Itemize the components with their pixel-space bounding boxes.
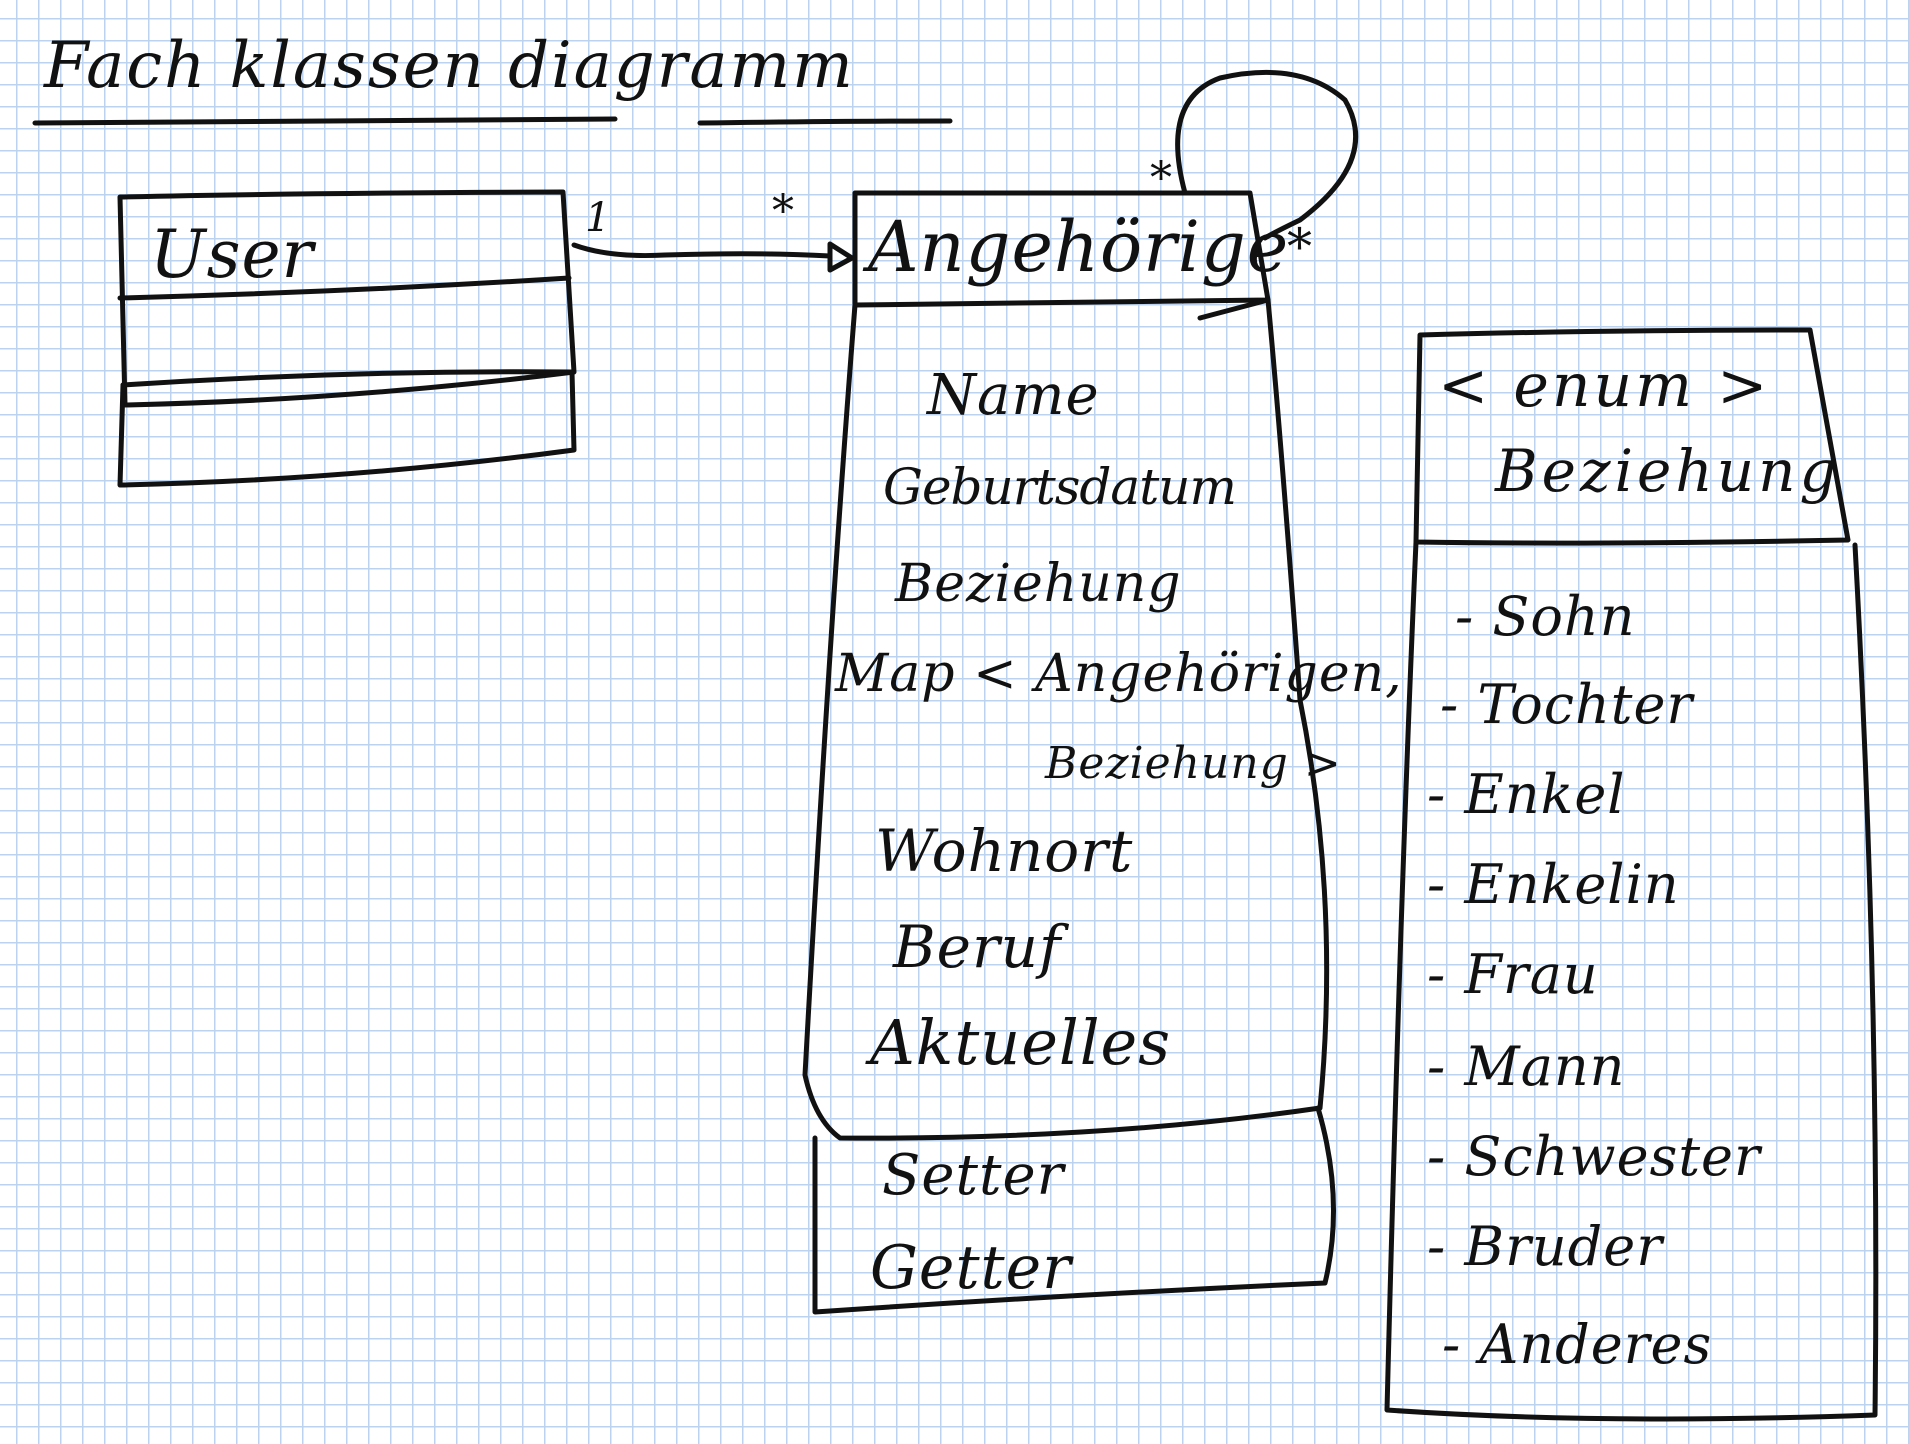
enum-value-anderes: - Anderes <box>1442 1313 1713 1376</box>
attribute-beziehung: Beziehung <box>895 554 1182 614</box>
enum-value-enkelin: - Enkelin <box>1427 853 1680 916</box>
user-attributes-divider <box>120 369 575 388</box>
attribute-map-line-2: Beziehung > <box>1045 738 1342 789</box>
angehoerige-operations-box <box>812 1105 1337 1315</box>
angehoerige-header-tick <box>1197 297 1271 321</box>
attribute-wohnort: Wohnort <box>875 817 1134 885</box>
enum-header-box <box>1413 327 1851 546</box>
attribute-beruf: Beruf <box>893 913 1062 981</box>
angehoerige-header-box <box>852 190 1271 308</box>
angehoerige-attributes-box <box>802 297 1330 1141</box>
attribute-aktuelles: Aktuelles <box>870 1006 1172 1079</box>
operation-getter: Getter <box>870 1233 1072 1303</box>
enum-value-frau: - Frau <box>1427 943 1599 1006</box>
self-association-loop <box>1175 69 1359 241</box>
attribute-name: Name <box>927 363 1100 428</box>
enum-stereotype: < enum > <box>1438 351 1771 421</box>
diagram-title: Fach klassen diagramm <box>44 29 855 103</box>
enum-value-schwester: - Schwester <box>1427 1125 1761 1188</box>
user-lower-box <box>117 369 577 488</box>
title-underline <box>32 116 953 126</box>
enum-value-sohn: - Sohn <box>1455 585 1636 648</box>
multiplicity-user-end: 1 <box>585 195 612 241</box>
enum-value-enkel: - Enkel <box>1427 763 1626 826</box>
enum-value-tochter: - Tochter <box>1440 673 1694 736</box>
enum-values-box <box>1384 539 1879 1422</box>
attribute-map-line-1: Map < Angehörigen, <box>835 644 1403 704</box>
enum-class-name: Beziehung <box>1495 437 1841 505</box>
association-line <box>571 242 833 259</box>
user-class-name: User <box>150 216 315 293</box>
enum-value-bruder: - Bruder <box>1427 1215 1664 1278</box>
multiplicity-self-top: * <box>1150 153 1173 204</box>
multiplicity-angehoerige-end: * <box>772 186 795 237</box>
association-arrowhead <box>827 241 855 273</box>
multiplicity-self-right: * <box>1287 218 1313 276</box>
enum-value-mann: - Mann <box>1427 1035 1626 1098</box>
user-name-divider <box>117 275 572 301</box>
angehoerige-class-name: Angehörige <box>868 206 1290 288</box>
operation-setter: Setter <box>882 1143 1065 1208</box>
attribute-geburtsdatum: Geburtsdatum <box>883 458 1237 516</box>
